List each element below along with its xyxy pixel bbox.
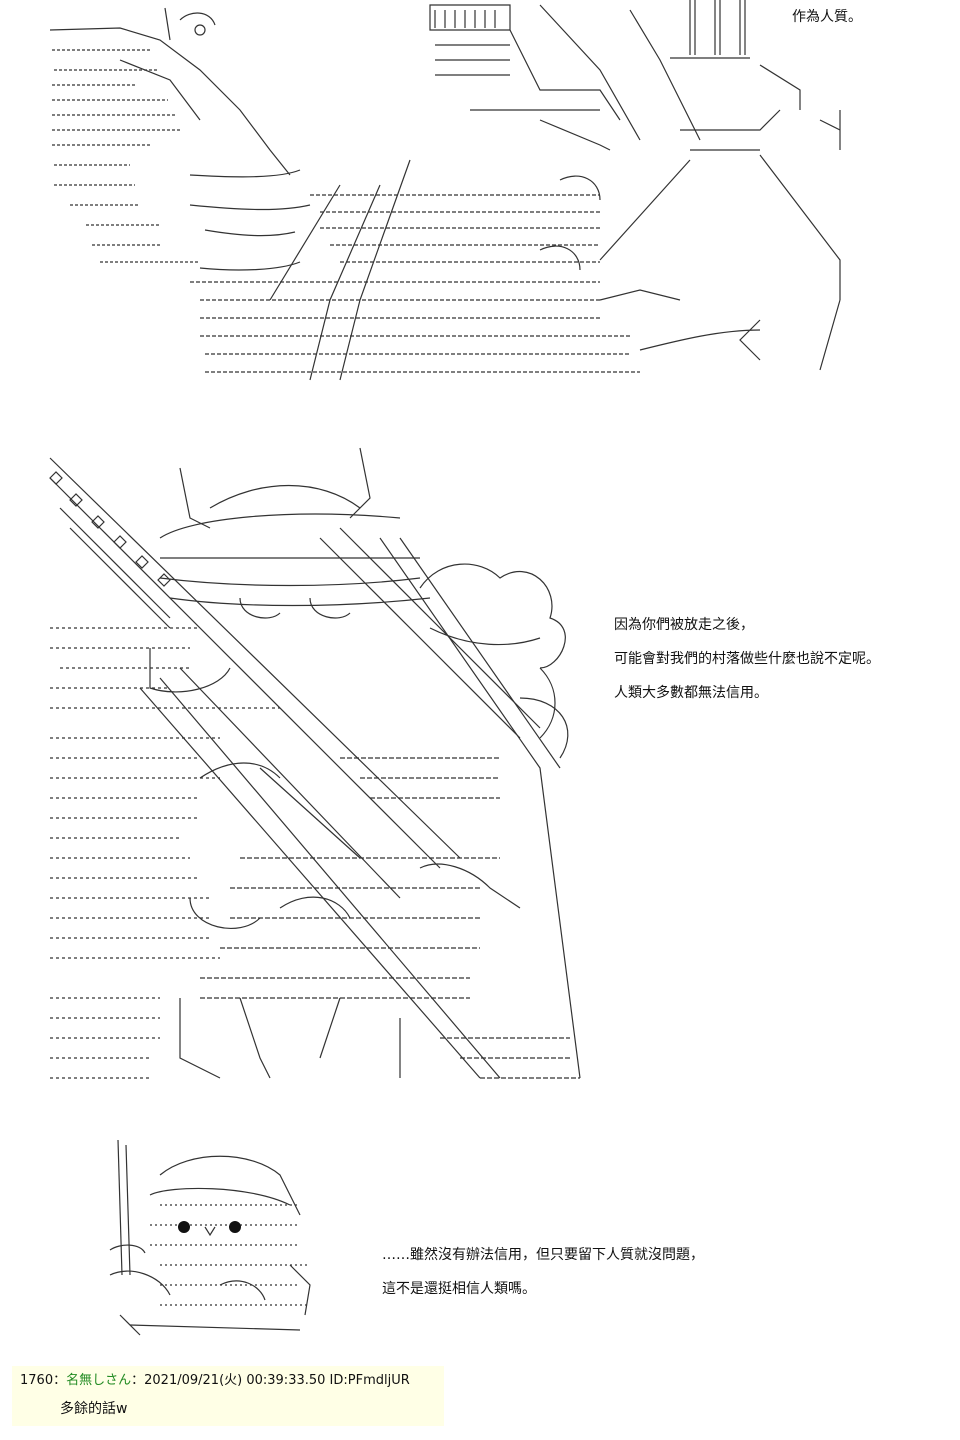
post-number[interactable]: 1760: [20, 1373, 54, 1388]
right-eye: [229, 1221, 241, 1233]
post-datetime: 2021/09/21(火) 00:39:33.50: [144, 1373, 326, 1388]
forum-post: 1760：名無しさん：2021/09/21(火) 00:39:33.50 ID:…: [12, 1366, 444, 1426]
belt-lines: [200, 757, 580, 1079]
stacked-blocks: [190, 194, 640, 373]
caption-panel-2: 因為你們被放走之後， 可能會對我們的村落做些什麼也說不定呢。 人類大多數都無法信…: [614, 608, 880, 710]
ascii-art-hands-and-body: [49, 0, 841, 381]
caption-line: 作為人質。: [792, 9, 862, 25]
post-header: 1760：名無しさん：2021/09/21(火) 00:39:33.50 ID:…: [20, 1370, 436, 1392]
post-body: 多餘的話w: [60, 1401, 128, 1417]
hatched-sleeve: [429, 4, 621, 151]
diagonal-rods: [49, 457, 581, 1079]
post-separator: ：: [131, 1373, 145, 1388]
ascii-art-face: [109, 1139, 311, 1336]
caption-line: 可能會對我們的村落做些什麼也說不定呢。: [614, 651, 880, 667]
fabric-stripes: [52, 49, 200, 263]
ascii-art-panel-2: [40, 438, 600, 1088]
caption-panel-1: 作為人質。: [792, 0, 862, 34]
ascii-art-panel-3: [100, 1135, 330, 1340]
ascii-art-character: [49, 447, 581, 1079]
diamond-chain: [49, 471, 171, 587]
left-eye: [178, 1221, 190, 1233]
caption-line: ……雖然沒有辦法信用，但只要留下人質就沒問題，: [382, 1247, 704, 1263]
caption-line: 因為你們被放走之後，: [614, 617, 754, 633]
poster-name: 名無しさん: [66, 1373, 132, 1388]
caption-line: 人類大多數都無法信用。: [614, 685, 768, 701]
caption-line: 這不是還挺相信人類嗎。: [382, 1281, 536, 1297]
hair-strands: [150, 1204, 310, 1306]
post-separator: ：: [53, 1373, 67, 1388]
caption-panel-3: ……雖然沒有辦法信用，但只要留下人質就沒問題， 這不是還挺相信人類嗎。: [382, 1238, 704, 1306]
poster-id: ID:PFmdljUR: [329, 1373, 410, 1388]
bars: [539, 0, 841, 371]
clothing-layers: [50, 627, 280, 1079]
ascii-art-panel-1: [40, 0, 860, 385]
